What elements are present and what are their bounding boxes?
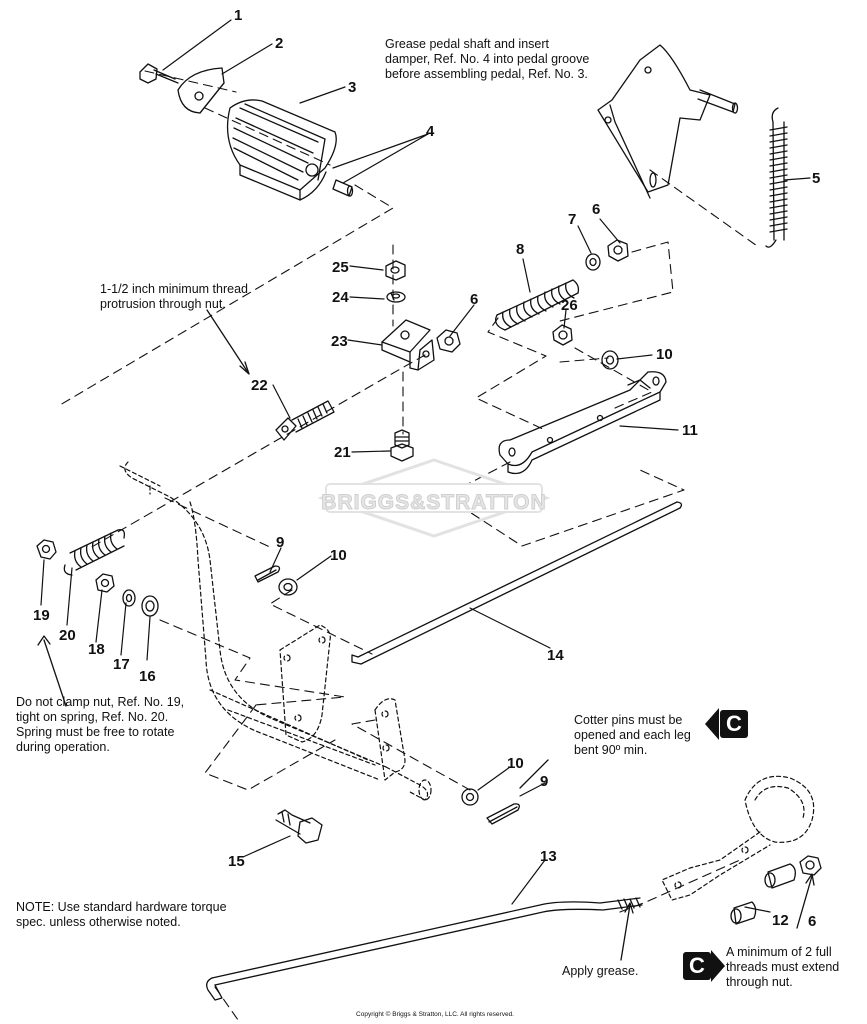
part-6-nut-upper [607,239,629,262]
part-24-lockwasher [386,291,406,303]
ref-18: 18 [88,641,105,658]
ref-24: 24 [332,289,349,306]
ref-25: 25 [332,259,349,276]
part-14-rod [351,501,683,665]
ref-9: 9 [276,534,284,551]
ref-5: 5 [812,170,820,187]
ref-12: 12 [772,912,789,929]
c-badge-lower: C [683,952,711,980]
part-10-washer-lower [461,788,479,806]
ref-11: 11 [682,422,698,439]
ref-9b: 9 [540,773,548,790]
assembly-dashes [59,70,761,1021]
part-6-nut-mid [436,329,461,353]
part-6-nut-lower [799,855,822,876]
part-8-rod-spring [494,279,580,331]
part-1-bolt [139,63,179,84]
ref-10b: 10 [330,547,347,564]
part-2-cap [177,67,225,114]
briggs-stratton-watermark: BRIGGS&STRATTON [318,458,550,538]
brake-ghost [661,775,815,901]
clamp-nut-callout: Do not clamp nut, Ref. No. 19, tight on … [16,695,185,754]
ref-4: 4 [426,123,435,140]
c-badge-arrow-upper [705,708,719,740]
part-12-bushing-lower [730,901,757,925]
c-badge-upper: C [720,710,748,738]
ref-7: 7 [568,211,576,228]
ref-8: 8 [516,241,524,258]
ref-6: 6 [592,201,600,218]
ref-23: 23 [331,333,348,350]
grease-pedal-callout: Grease pedal shaft and insert damper, Re… [385,37,590,81]
ref-20: 20 [59,627,76,644]
apply-grease-callout: Apply grease. [562,964,639,978]
ref-10: 10 [656,346,673,363]
part-9-cotter-pin-lower [486,803,520,825]
part-5-spring [765,107,788,248]
ref-26: 26 [561,297,578,314]
part-7-washer [585,253,601,271]
ref-21: 21 [334,444,351,461]
part-18-nut [95,573,115,593]
thread-protrusion-callout: 1-1/2 inch minimum thread protrusion thr… [100,282,248,311]
ref-14: 14 [547,647,564,664]
part-4-damper [332,179,354,197]
part-23-clamp-bracket [381,319,435,371]
part-22-adjuster [275,400,335,441]
ref-22: 22 [251,377,268,394]
ref-2: 2 [275,35,283,52]
mounting-bracket [597,44,739,199]
part-21-bolt [390,429,414,462]
watermark-text: BRIGGS&STRATTON [321,491,547,515]
reference-numbers: 1 2 3 4 5 6 7 8 25 24 6 23 26 10 22 11 2… [33,7,820,930]
ref-16: 16 [139,668,156,685]
ref-6c: 6 [808,913,816,930]
part-26-nut [552,324,573,346]
part-16-washer [141,595,159,617]
part-20-spring [63,529,126,576]
cotter-pins-callout: Cotter pins must be opened and each leg … [574,713,691,757]
ref-19: 19 [33,607,50,624]
c-badge-arrow-lower [711,950,725,982]
ref-3: 3 [348,79,356,96]
part-17-lockwasher [122,589,136,607]
ref-1: 1 [234,7,242,24]
part-10-washer-upper [601,350,619,370]
part-10-washer-mid [278,578,298,596]
copyright: Copyright © Briggs & Stratton, LLC. All … [356,1011,514,1018]
ref-15: 15 [228,853,245,870]
leader-lines [40,19,811,913]
ref-17: 17 [113,656,130,673]
part-12-bushing-upper [764,863,796,889]
part-3-pedal [226,99,337,201]
callout-arrows [37,309,815,961]
full-threads-callout: A minimum of 2 full threads must extend … [726,945,840,989]
part-19-nut [36,539,57,560]
ref-10c: 10 [507,755,524,772]
part-15-bolt [275,809,323,844]
part-9-cotter-pin-mid [254,565,281,583]
part-11-link [498,371,667,475]
pedal-arm-ghost [119,461,432,801]
part-25-nut [385,260,406,281]
torque-note: NOTE: Use standard hardware torque spec.… [16,900,227,929]
ref-6b: 6 [470,291,478,308]
part-13-rod [206,897,643,1001]
ref-13: 13 [540,848,557,865]
